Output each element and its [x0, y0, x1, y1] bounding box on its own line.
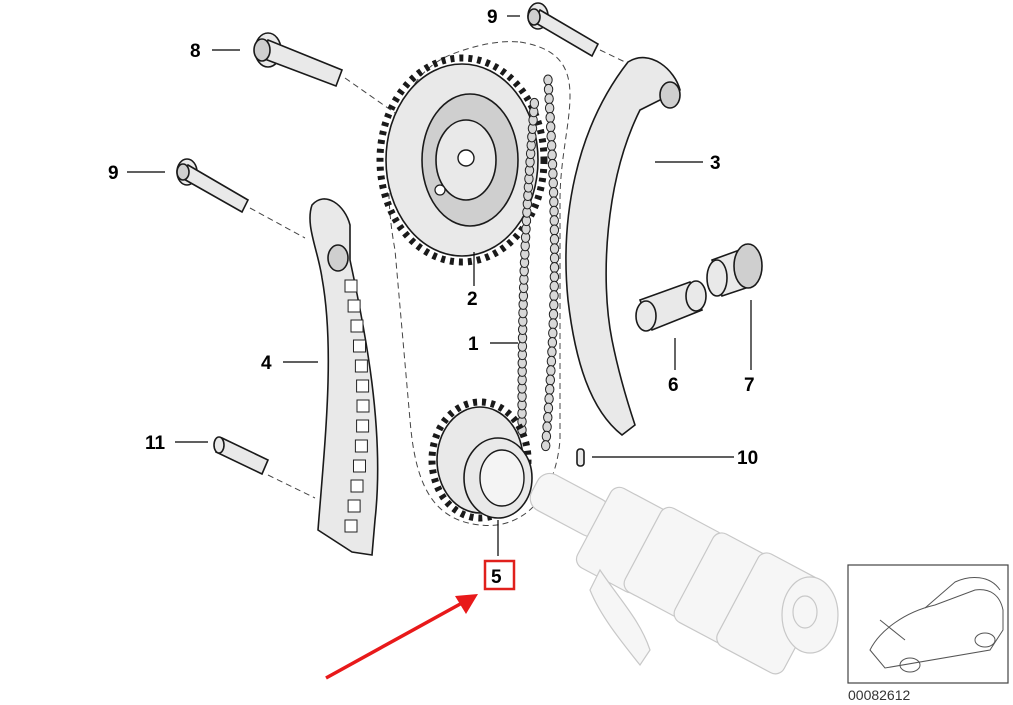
- guide-rail: [309, 198, 379, 556]
- chain-link: [547, 149, 557, 161]
- chain-link: [549, 196, 559, 208]
- bolt-8: [253, 32, 344, 88]
- chain-link: [529, 97, 540, 109]
- chain-link: [543, 402, 554, 414]
- chain-link: [549, 243, 560, 255]
- chain-link: [545, 383, 555, 395]
- highlighted-callout-5: 5: [483, 559, 516, 591]
- callout-9-left: 9: [108, 163, 119, 184]
- chain-link: [547, 158, 558, 170]
- rail-tooth: [354, 439, 368, 453]
- camshaft-sprocket: [376, 54, 548, 266]
- crankshaft: [529, 472, 839, 675]
- chain-link: [543, 74, 553, 86]
- callout-1: 1: [468, 334, 479, 355]
- chain-link: [549, 224, 560, 236]
- chain-link: [548, 177, 558, 189]
- rail-tooth: [356, 399, 370, 413]
- part-number: 00082612: [848, 687, 911, 703]
- red-arrow: [325, 594, 478, 680]
- callout-7: 7: [744, 375, 755, 396]
- chain-link: [548, 308, 559, 320]
- timing-chain: [517, 74, 560, 452]
- bolt-9-left: [176, 158, 250, 214]
- chain-link: [549, 252, 560, 264]
- chain-link: [541, 430, 552, 442]
- chain-link: [549, 280, 559, 292]
- rail-tooth: [352, 339, 366, 353]
- chain-link: [542, 421, 552, 433]
- chain-link: [543, 412, 553, 423]
- chain-link: [545, 112, 555, 123]
- callout-labels: 8 9 9 3 2 1 4 6 7 10 11: [108, 7, 758, 469]
- chain-link: [548, 187, 559, 198]
- chain-link: [549, 262, 560, 273]
- bolt-9-top: [527, 2, 600, 58]
- tensioner-plunger: [635, 280, 707, 332]
- chain-link: [547, 346, 557, 358]
- callout-8: 8: [190, 41, 201, 62]
- chain-link: [544, 102, 555, 114]
- chain-link: [544, 393, 554, 405]
- highlight-box: [483, 559, 516, 591]
- tensioner-rail: [565, 56, 681, 437]
- chain-link: [546, 130, 556, 142]
- rail-tooth: [347, 499, 361, 513]
- rail-tooth: [356, 379, 370, 393]
- tensioner-plug: [706, 243, 763, 298]
- callout-11: 11: [145, 433, 166, 454]
- chain-link: [546, 140, 557, 152]
- dowel-pin-10: [576, 448, 585, 467]
- chain-link: [549, 299, 559, 311]
- callout-6: 6: [668, 375, 679, 396]
- callout-9-top: 9: [487, 7, 498, 28]
- chain-link: [549, 215, 559, 227]
- chain-link: [548, 168, 558, 180]
- chain-link: [541, 440, 551, 452]
- pin-11: [213, 436, 270, 476]
- callout-2: 2: [467, 289, 478, 310]
- rail-tooth: [344, 279, 358, 293]
- chain-link: [547, 337, 558, 348]
- rail-tooth: [344, 519, 358, 533]
- chain-link: [545, 121, 556, 133]
- rail-tooth: [354, 359, 368, 373]
- vehicle-thumbnail: [847, 564, 1009, 684]
- chain-link: [546, 355, 557, 367]
- chain-link: [545, 374, 556, 386]
- callout-5: 5: [491, 567, 502, 588]
- chain-link: [549, 205, 559, 217]
- callout-3: 3: [710, 153, 721, 174]
- chain-link: [546, 365, 556, 377]
- rail-tooth: [350, 319, 364, 333]
- chain-link: [549, 290, 559, 302]
- leader-lines: [127, 15, 752, 556]
- assembly-outline: [388, 41, 571, 527]
- rail-tooth: [352, 459, 366, 473]
- rail-tooth: [350, 479, 364, 493]
- chain-link: [543, 83, 554, 95]
- chain-link: [544, 93, 554, 105]
- crankshaft-sprocket: [428, 398, 533, 522]
- chain-link: [549, 233, 560, 245]
- callout-10: 10: [737, 448, 758, 469]
- chain-link: [549, 271, 560, 283]
- chain-link: [548, 327, 558, 339]
- chain-link: [548, 318, 558, 330]
- rail-tooth: [356, 419, 370, 433]
- callout-4: 4: [261, 353, 272, 374]
- rail-tooth: [347, 299, 361, 313]
